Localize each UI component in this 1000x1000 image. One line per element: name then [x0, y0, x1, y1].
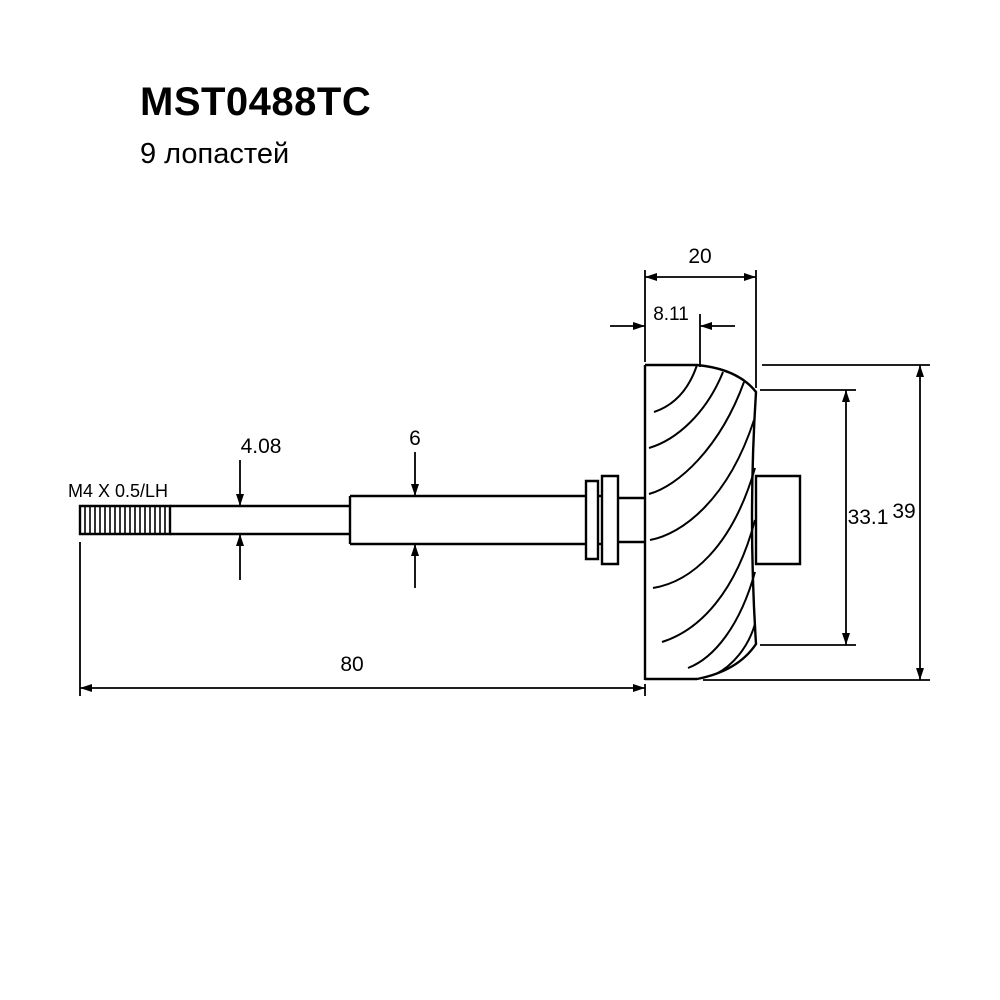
dimension-small-shaft: 4.08 [236, 435, 282, 580]
dim-label-large-shaft: 6 [409, 427, 421, 450]
blade-curve [687, 571, 756, 669]
blade-curve [653, 364, 698, 413]
turbine-wheel [643, 363, 802, 681]
dim-label-shaft-length: 80 [340, 653, 363, 676]
dim-extension-lines [760, 389, 856, 646]
dim-label-back-offset: 8.11 [653, 304, 689, 325]
blade-curve [648, 381, 745, 495]
dimension-wheel-width: 20 [644, 245, 757, 388]
hub-stub [754, 474, 802, 566]
dim-extension-lines [644, 270, 757, 388]
blade-curve [652, 467, 756, 589]
wheel-blades [648, 364, 756, 675]
blade-count-subtitle: 9 лопастей [140, 138, 290, 170]
dimension-large-shaft: 6 [409, 427, 421, 588]
dimension-back-offset: 8.11 [610, 304, 735, 367]
seal-ring-1 [584, 479, 600, 561]
blade-curve [648, 371, 724, 449]
dim-label-wheel-diameter: 39 [892, 500, 915, 523]
small-shaft-section [170, 504, 350, 536]
thread-hatching [84, 506, 166, 534]
dim-label-inducer-diameter: 33.1 [848, 506, 889, 529]
seal-ring-2 [600, 474, 620, 566]
dim-label-small-shaft: 4.08 [241, 435, 282, 458]
dim-extension-lines [79, 542, 646, 696]
seal-collar [584, 474, 645, 566]
dimension-wheel-diameter: 39 [703, 364, 930, 681]
thread-spec-label: M4 X 0.5/LH [68, 481, 168, 501]
dim-label-wheel-width: 20 [688, 245, 711, 268]
threaded-shaft-section [78, 504, 172, 536]
part-number-title: MST0488TC [140, 80, 372, 124]
dimension-shaft-length: 80 [79, 542, 646, 696]
wheel-profile [645, 363, 758, 681]
large-shaft-section [348, 494, 586, 546]
blade-curve [715, 623, 756, 675]
blade-curve [661, 519, 756, 643]
blade-curve [649, 419, 755, 541]
dimension-inducer-diameter: 33.1 [760, 389, 889, 646]
dim-extension-lines [703, 364, 930, 681]
wheel-neck [618, 496, 645, 544]
